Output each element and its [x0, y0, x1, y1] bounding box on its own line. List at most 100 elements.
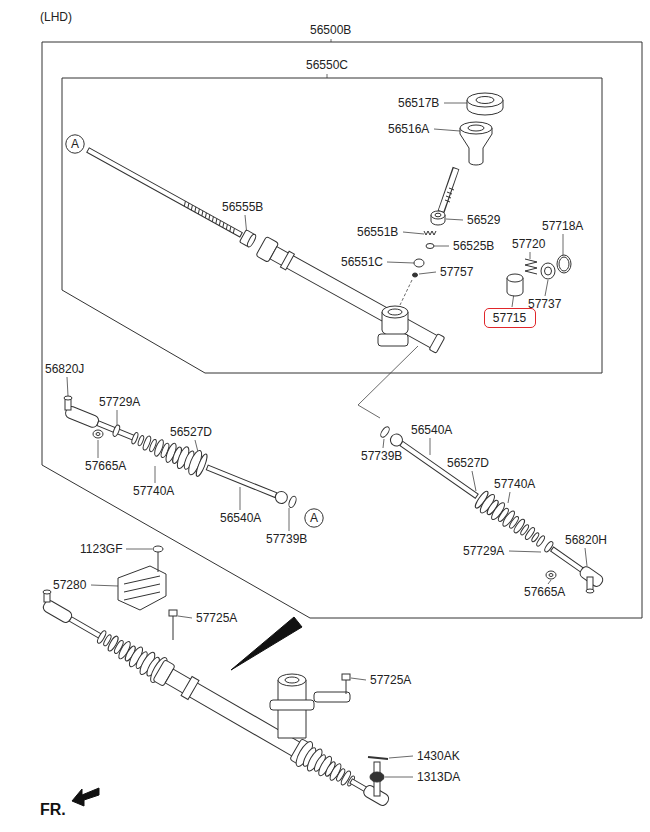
left-tie-rod-end-stud	[64, 396, 103, 438]
leader-lines-part	[509, 551, 541, 552]
callout-number: 56527D	[170, 425, 212, 439]
callout-number: 56820J	[45, 362, 84, 376]
leader-lines-part	[67, 377, 68, 396]
callout-number: 57665A	[85, 459, 126, 473]
callout-number: 57729A	[463, 544, 504, 558]
leader-lines-part	[530, 252, 531, 259]
pinion-tower	[270, 674, 350, 738]
rack-tooth	[232, 228, 236, 233]
rack-tooth	[218, 221, 222, 226]
callout-number: 57740A	[133, 484, 174, 498]
leader-lines-part	[178, 616, 192, 618]
leader-lines-part	[240, 487, 241, 510]
rack-bar-part	[87, 148, 242, 237]
leader-lines-part	[434, 129, 460, 131]
left-tie-rod-end-stud-part	[64, 396, 72, 400]
rack-tooth	[190, 205, 194, 210]
small-parts-part	[426, 244, 434, 249]
leader-lines-part	[585, 548, 587, 566]
right-tie-rod-end-stud-part	[546, 571, 556, 579]
small-parts-part	[545, 267, 552, 275]
left-tie-rod-part	[287, 495, 297, 508]
leader-lines	[67, 39, 587, 777]
leader-lines-part	[446, 219, 463, 220]
boot	[293, 739, 360, 794]
leader-lines-part	[358, 346, 418, 418]
leader-lines-part	[155, 466, 156, 483]
leader-lines-part	[419, 272, 436, 274]
callout-number: 57757	[440, 265, 473, 279]
bracket-part	[124, 576, 160, 584]
callout-number: 57720	[512, 237, 545, 251]
left-tie-rod-part	[206, 465, 276, 497]
region-outline	[62, 78, 602, 373]
bracket-part	[124, 592, 160, 600]
callout-number: 57729A	[99, 395, 140, 409]
callout-number: 57665A	[524, 585, 565, 599]
pinion-cap	[467, 93, 503, 115]
pinion-shaft-part	[446, 196, 451, 198]
small-parts-part	[435, 213, 441, 217]
rack-tooth	[225, 224, 229, 229]
leader-lines-part	[389, 756, 413, 758]
assembly-studs-part	[43, 590, 51, 594]
rack-bar	[83, 140, 446, 355]
callout-number: 56551B	[357, 225, 398, 239]
small-parts-part	[557, 255, 571, 273]
callout-number: 57739B	[361, 449, 402, 463]
gear-housing-boss-part	[388, 309, 402, 315]
pinion-tower-part	[285, 677, 299, 683]
region-outline	[42, 42, 642, 618]
rack-bar-part	[270, 247, 439, 349]
assembly-studs-part	[368, 757, 388, 759]
leader-lines-part	[91, 585, 118, 586]
callout-number: 1313DA	[417, 770, 460, 784]
gear-housing-boss	[378, 306, 408, 346]
leader-lines-part	[351, 678, 366, 680]
gear-assembly-part	[42, 599, 74, 624]
left-tie-rod-part	[97, 421, 136, 441]
pinion-shaft-part	[441, 168, 456, 212]
rack-tooth	[200, 211, 204, 216]
region-outline	[42, 42, 642, 618]
rack-tooth	[183, 201, 187, 206]
rack-bar-part	[280, 251, 294, 270]
left-tie-rod-end-stud-part	[96, 433, 100, 436]
direction-wedge	[231, 617, 302, 670]
highlight-box: 57715	[484, 308, 536, 328]
reference-circle: A	[304, 508, 324, 528]
rack-bar-part	[246, 233, 257, 248]
leader-lines-part	[117, 410, 118, 425]
leader-lines-part	[289, 508, 290, 531]
rack-tooth	[207, 215, 211, 220]
pinion-seal-part	[460, 122, 492, 134]
callout-number: 57718A	[542, 219, 583, 233]
pinion-shaft-part	[447, 192, 452, 194]
rack-tooth	[214, 219, 218, 224]
part-number: 57715	[493, 311, 526, 325]
gear-assembly-part	[181, 676, 199, 699]
circle-outline	[305, 509, 323, 527]
leader-lines-part	[545, 280, 548, 296]
small-parts-part	[431, 211, 445, 219]
leader-lines-part	[400, 280, 412, 305]
bracket-part	[118, 566, 166, 610]
small-parts-part	[424, 231, 436, 235]
leader-lines-part	[472, 471, 476, 491]
callout-number: 56525B	[453, 239, 494, 253]
leader-lines-part	[98, 440, 99, 458]
boot-fold	[535, 535, 545, 547]
right-tie-rod-end-stud-part	[549, 574, 553, 577]
callout-number: 1123GF	[80, 542, 122, 556]
pinion-tower-part	[270, 700, 314, 710]
callout-number: 56551C	[341, 255, 383, 269]
front-marker: FR.	[40, 801, 66, 819]
leader-lines-part	[508, 492, 510, 503]
assembly-studs-part	[370, 772, 384, 782]
left-tie-rod	[61, 398, 300, 515]
leader-lines-part	[548, 580, 551, 584]
variant-note: (LHD)	[40, 10, 72, 24]
left-tie-rod-part	[194, 453, 209, 478]
pinion-shaft-part	[449, 188, 454, 190]
callout-number: 57725A	[196, 611, 237, 625]
